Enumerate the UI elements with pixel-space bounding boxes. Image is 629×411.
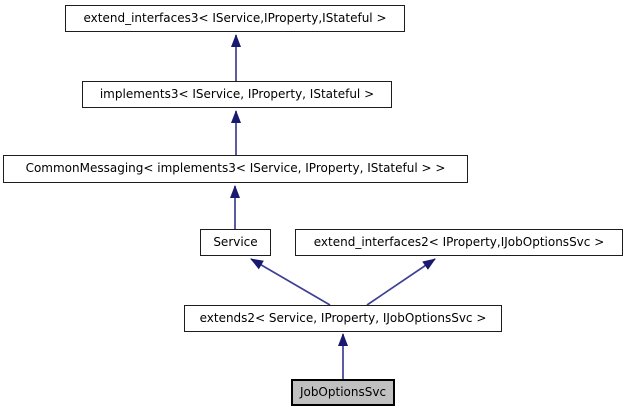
node-extends2[interactable]: extends2< Service, IProperty, IJobOption… [184,305,502,332]
node-service[interactable]: Service [200,229,271,256]
node-joboptionssvc: JobOptionsSvc [291,379,395,406]
edge-extends2-to-extend-interfaces2 [366,258,436,306]
node-implements3[interactable]: implements3< IService, IProperty, IState… [82,81,392,108]
edge-extends2-to-service [250,258,331,306]
node-extend-interfaces3[interactable]: extend_interfaces3< IService,IProperty,I… [65,5,405,32]
node-commonmessaging[interactable]: CommonMessaging< implements3< IService, … [3,155,468,183]
node-extend-interfaces2[interactable]: extend_interfaces2< IProperty,IJobOption… [295,229,623,256]
